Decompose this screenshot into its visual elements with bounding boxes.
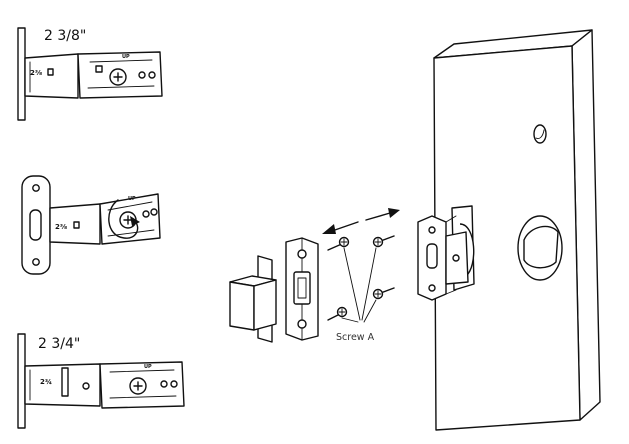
arrow-left-head bbox=[322, 224, 336, 234]
strike-box bbox=[229, 255, 277, 343]
rotation-arrow bbox=[108, 199, 139, 239]
rotation-arrow-head bbox=[130, 216, 140, 226]
arrow-right-line bbox=[365, 212, 391, 221]
strike-screw-hole-bottom bbox=[297, 319, 307, 329]
latch-body bbox=[24, 53, 79, 99]
latch-bolt-opening bbox=[29, 209, 42, 241]
screw-strike-top bbox=[327, 236, 350, 251]
strike-plate bbox=[285, 237, 319, 341]
screw-latch-top bbox=[372, 235, 395, 248]
faceplate-edge bbox=[17, 27, 26, 121]
setback-stamp: 2⅜ bbox=[55, 223, 67, 231]
strike-box-front bbox=[229, 281, 255, 331]
direction-arrows bbox=[322, 208, 400, 234]
latch-setback-2-3-4: 2 3/4" UP 2¾ bbox=[17, 333, 185, 429]
setback-label-2-3-4: 2 3/4" bbox=[38, 336, 80, 352]
screw-latch-bottom bbox=[372, 287, 395, 300]
setback-stamp: 2¾ bbox=[40, 378, 52, 386]
strike-opening bbox=[293, 271, 311, 305]
door bbox=[433, 29, 601, 431]
arrow-right-head bbox=[388, 208, 400, 218]
up-marking: UP bbox=[144, 364, 152, 370]
up-marking: UP bbox=[122, 54, 130, 60]
latch-faceplate-rotation: UP 2⅜ bbox=[21, 175, 161, 275]
screws bbox=[327, 235, 395, 321]
screw-strike-bottom bbox=[327, 306, 348, 321]
door-bolt-hole bbox=[533, 124, 547, 144]
faceplate-edge bbox=[17, 333, 26, 429]
installed-latch-bolt bbox=[426, 243, 438, 269]
strike-screw-hole-top bbox=[297, 249, 307, 259]
screw-a-label: Screw A bbox=[336, 332, 375, 343]
setback-stamp: 2⅜ bbox=[30, 69, 42, 77]
installed-latch bbox=[417, 205, 475, 301]
setback-label-2-3-8: 2 3/8" bbox=[44, 28, 86, 44]
up-marking: UP bbox=[128, 196, 136, 202]
latch-setback-2-3-8: 2 3/8" UP 2⅜ bbox=[17, 27, 163, 121]
arrow-left-line bbox=[331, 221, 359, 232]
screw-callout-lines bbox=[341, 247, 377, 323]
